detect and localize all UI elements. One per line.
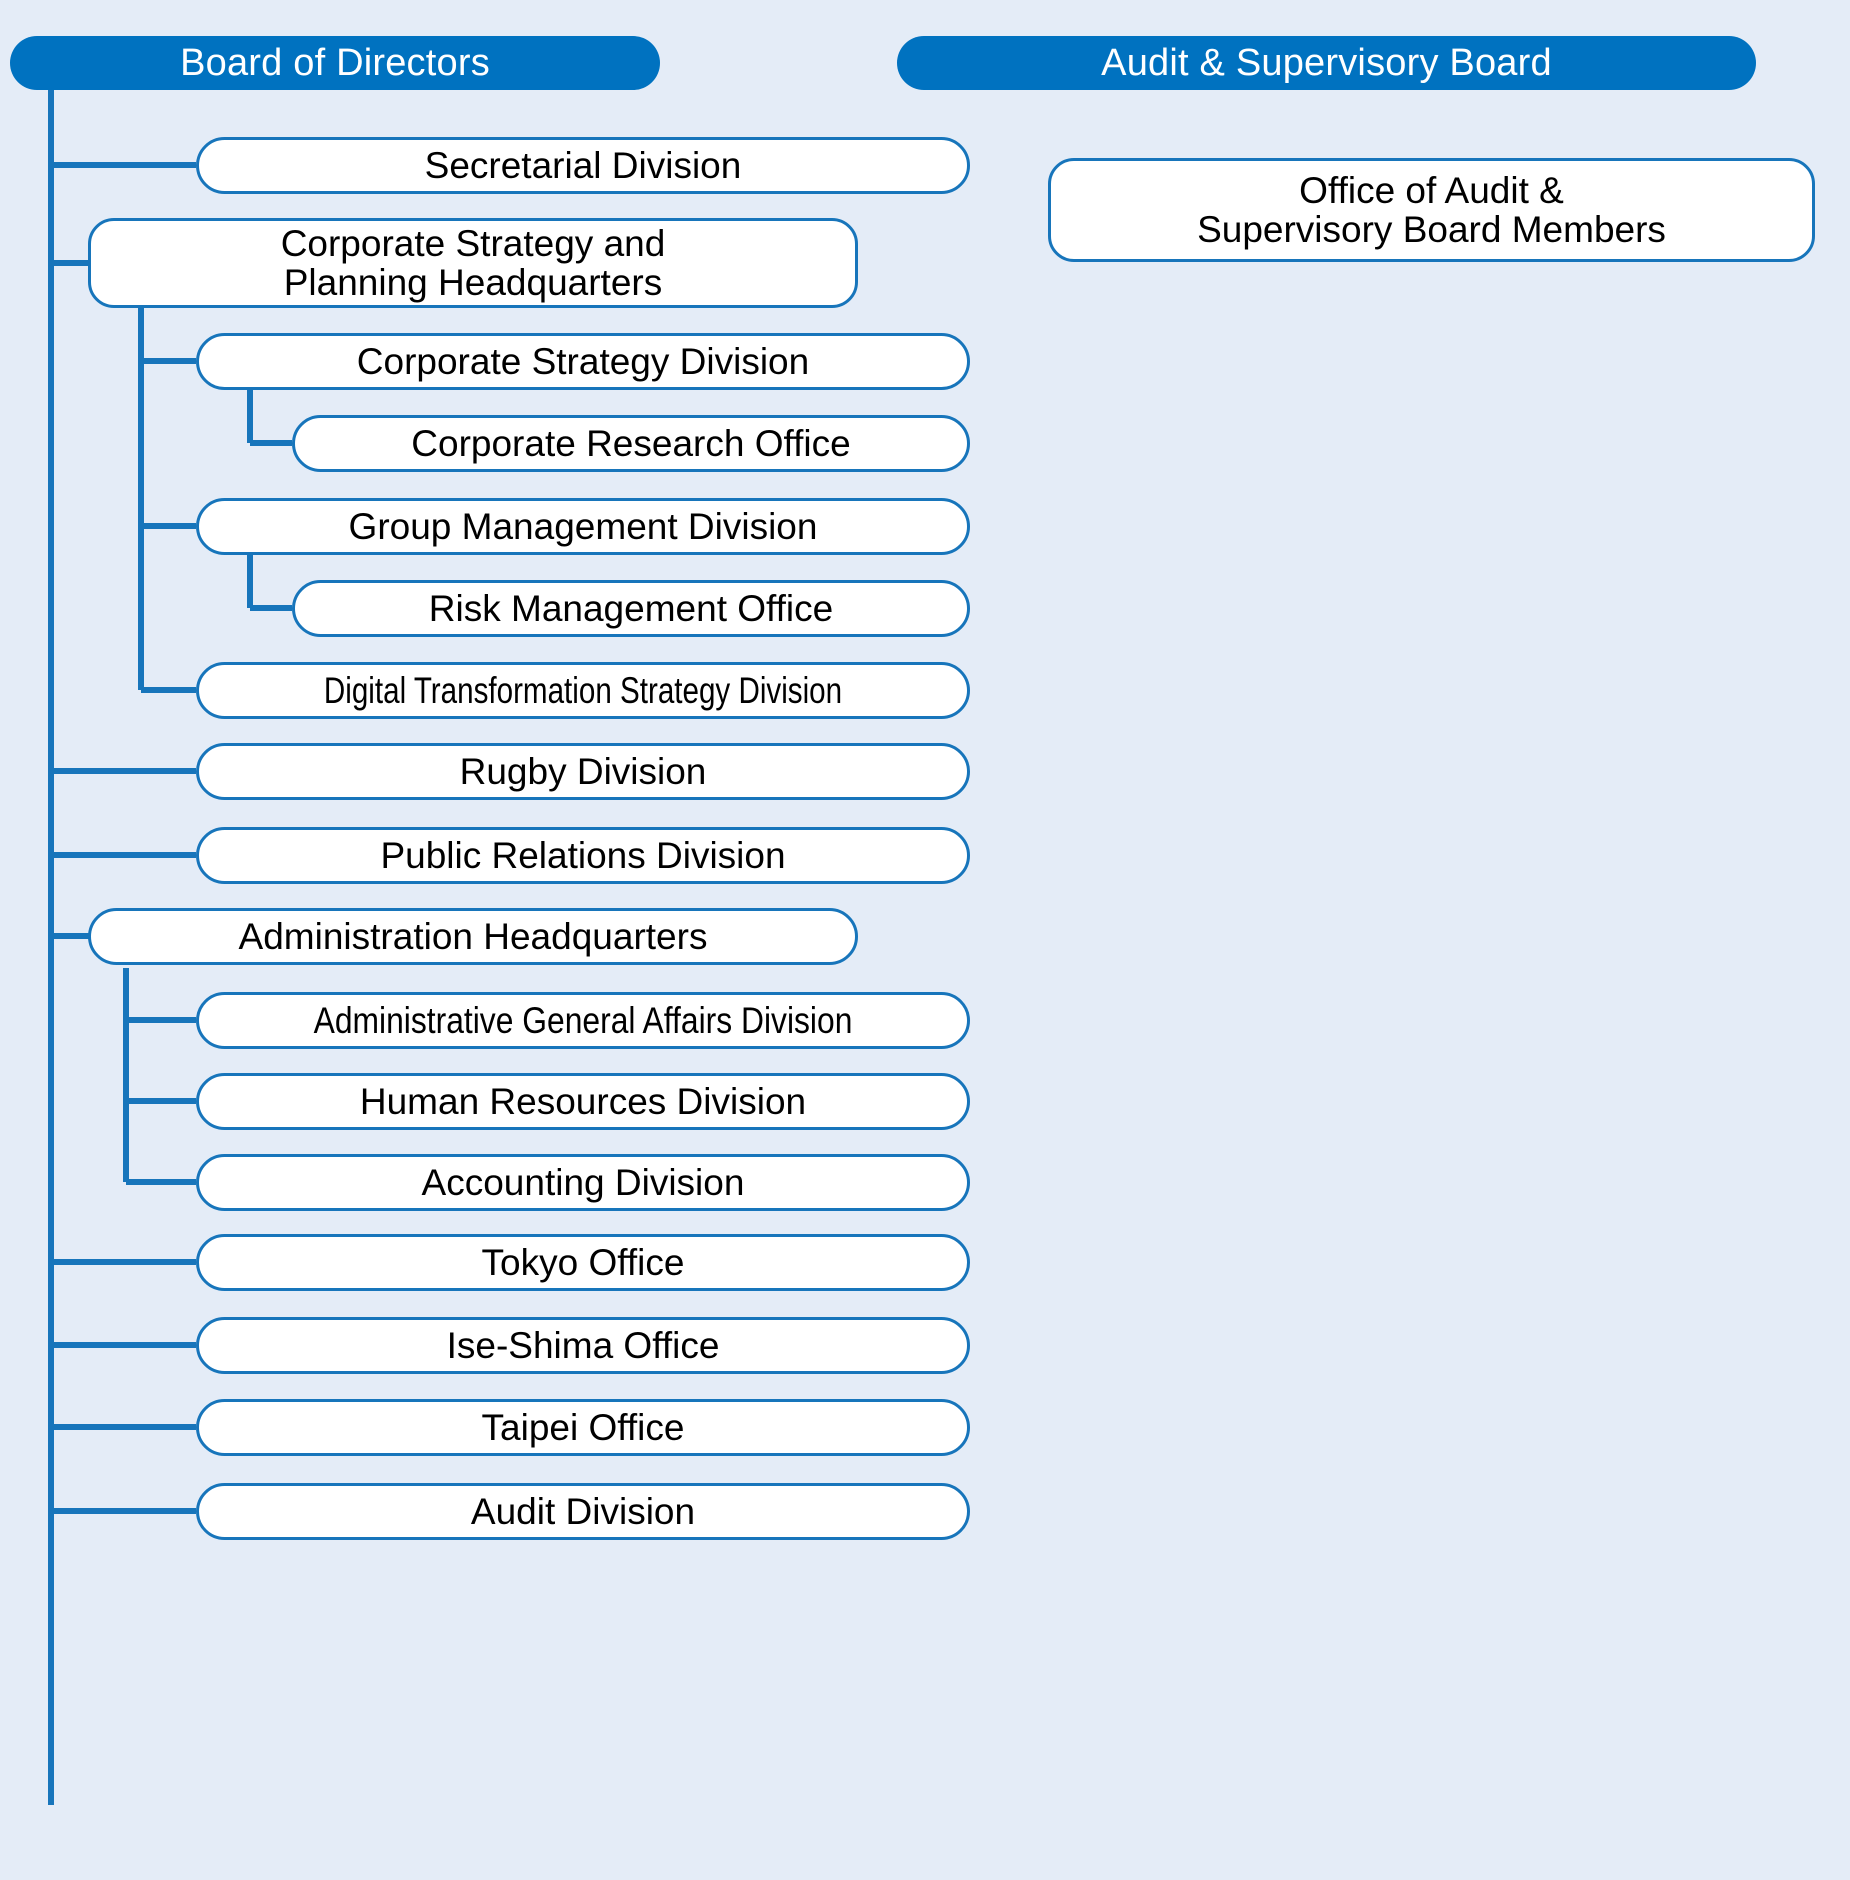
node-label-line-2: Supervisory Board Members — [1197, 209, 1666, 250]
node-label: Administration Headquarters — [238, 915, 708, 957]
node-label: Group Management Division — [348, 505, 818, 547]
node-label: Human Resources Division — [359, 1080, 807, 1122]
node-accounting-division[interactable]: Accounting Division — [196, 1154, 970, 1211]
node-label: Administrative General Affairs Division — [313, 999, 853, 1041]
node-label: Accounting Division — [421, 1161, 745, 1203]
node-human-resources-division[interactable]: Human Resources Division — [196, 1073, 970, 1130]
node-label: Corporate Research Office — [411, 422, 851, 464]
node-taipei-office[interactable]: Taipei Office — [196, 1399, 970, 1456]
node-label-line-2: Planning Headquarters — [283, 262, 663, 303]
node-corporate-strategy-division[interactable]: Corporate Strategy Division — [196, 333, 970, 390]
node-label: Taipei Office — [481, 1406, 685, 1448]
node-secretarial-division[interactable]: Secretarial Division — [196, 137, 970, 194]
node-label-line-1: Office of Audit & — [1299, 169, 1564, 211]
node-label: Tokyo Office — [481, 1241, 685, 1283]
node-label: Digital Transformation Strategy Division — [323, 669, 843, 711]
node-label: Corporate Strategy Division — [356, 340, 810, 382]
node-label: Audit Division — [470, 1490, 696, 1532]
node-group-management-division[interactable]: Group Management Division — [196, 498, 970, 555]
node-administrative-general-affairs-division[interactable]: Administrative General Affairs Division — [196, 992, 970, 1049]
node-risk-management-office[interactable]: Risk Management Office — [292, 580, 970, 637]
node-board-of-directors[interactable]: Board of Directors — [10, 36, 660, 90]
node-administration-headquarters[interactable]: Administration Headquarters — [88, 908, 858, 965]
node-label: Rugby Division — [459, 750, 707, 792]
node-label-line-1: Corporate Strategy and — [280, 222, 666, 264]
node-tokyo-office[interactable]: Tokyo Office — [196, 1234, 970, 1291]
node-label: Public Relations Division — [380, 834, 786, 876]
node-audit-division[interactable]: Audit Division — [196, 1483, 970, 1540]
node-rugby-division[interactable]: Rugby Division — [196, 743, 970, 800]
node-audit-and-supervisory-board[interactable]: Audit & Supervisory Board — [897, 36, 1756, 90]
node-label: Board of Directors — [180, 41, 490, 84]
node-corporate-research-office[interactable]: Corporate Research Office — [292, 415, 970, 472]
node-label: Ise-Shima Office — [446, 1324, 720, 1366]
node-corporate-strategy-and-planning-headquarters[interactable]: Corporate Strategy and Planning Headquar… — [88, 218, 858, 308]
node-label: Secretarial Division — [424, 144, 742, 186]
node-public-relations-division[interactable]: Public Relations Division — [196, 827, 970, 884]
node-label: Audit & Supervisory Board — [1101, 41, 1552, 84]
node-digital-transformation-strategy-division[interactable]: Digital Transformation Strategy Division — [196, 662, 970, 719]
node-ise-shima-office[interactable]: Ise-Shima Office — [196, 1317, 970, 1374]
node-office-of-audit-and-supervisory-board-members[interactable]: Office of Audit & Supervisory Board Memb… — [1048, 158, 1815, 262]
node-label: Risk Management Office — [428, 587, 834, 629]
